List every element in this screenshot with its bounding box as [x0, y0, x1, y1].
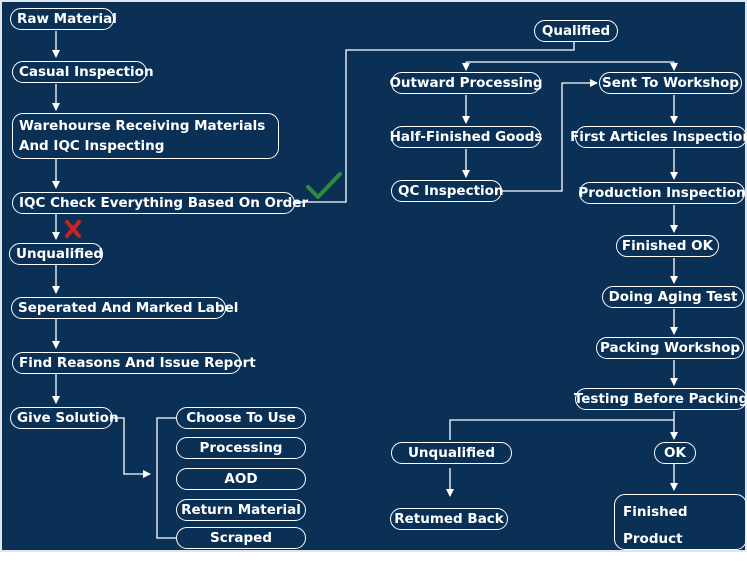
node-iqc-check-label: IQC Check Everything Based On Order	[19, 195, 309, 211]
arrow-qc-to-workshop	[502, 79, 598, 192]
arrow-solution-to-options	[113, 417, 151, 478]
node-half-finished: Half-Finished Goods	[389, 126, 543, 148]
node-raw-material: Raw Material	[10, 8, 117, 30]
line-iqc-to-qualified	[295, 41, 575, 203]
node-finished-product-warehouse: Finished Product Warehouse	[614, 494, 747, 574]
node-finished-ok-label: Finished OK	[621, 238, 714, 254]
node-return-material: Return Material	[176, 499, 306, 521]
node-ok-label: OK	[664, 445, 686, 461]
node-qualified: Qualified	[534, 20, 618, 42]
node-unqualified-right-label: Unqualified	[407, 445, 496, 461]
node-ok: OK	[654, 442, 696, 464]
node-first-articles-label: First Articles Inspection	[570, 129, 747, 145]
node-return-material-label: Return Material	[181, 502, 301, 518]
node-testing-before-packing: Testing Before Packing	[573, 388, 747, 410]
flowchart-canvas: Raw Material Casual Inspection Warehours…	[0, 0, 747, 552]
node-finished-ok: Finished OK	[616, 235, 719, 257]
node-casual-inspection-label: Casual Inspection	[19, 64, 154, 80]
node-outward-processing-label: Outward Processing	[389, 75, 543, 91]
options-bracket	[156, 417, 176, 539]
node-warehouse-receiving: Warehourse Receiving Materials And IQC I…	[12, 113, 279, 159]
node-find-reasons-label: Find Reasons And Issue Report	[19, 355, 256, 371]
node-choose-to-use-label: Choose To Use	[186, 410, 296, 426]
node-processing-label: Processing	[199, 440, 283, 456]
node-give-solution: Give Solution	[10, 407, 119, 429]
node-raw-material-label: Raw Material	[17, 11, 117, 27]
cross-icon	[65, 220, 81, 238]
node-separated-marked-label: Seperated And Marked Label	[18, 300, 239, 316]
node-aging-test: Doing Aging Test	[602, 286, 744, 308]
node-unqualified-left-label: Unqualified	[16, 246, 104, 262]
node-qualified-label: Qualified	[541, 23, 611, 39]
node-returned-back: Retumed Back	[390, 508, 508, 530]
node-outward-processing: Outward Processing	[389, 72, 543, 94]
node-qc-inspection: QC Inspection	[391, 180, 504, 202]
node-packing-workshop-label: Packing Workshop	[599, 340, 741, 356]
node-separated-marked: Seperated And Marked Label	[11, 297, 238, 319]
node-production-inspection-label: Production Inspection	[578, 185, 746, 201]
connector-lines	[52, 31, 678, 539]
node-finished-product-warehouse-label: Finished Product Warehouse	[623, 504, 709, 574]
node-scraped: Scraped	[176, 527, 306, 549]
node-warehouse-receiving-label: Warehourse Receiving Materials And IQC I…	[19, 118, 266, 154]
node-aod-label: AOD	[224, 471, 258, 487]
line-testing-branch	[449, 419, 674, 440]
node-aging-test-label: Doing Aging Test	[608, 289, 738, 305]
node-casual-inspection: Casual Inspection	[12, 61, 154, 83]
node-unqualified-left: Unqualified	[9, 243, 103, 265]
node-returned-back-label: Retumed Back	[394, 511, 504, 527]
node-sent-to-workshop: Sent To Workshop	[599, 72, 742, 94]
node-processing: Processing	[176, 437, 306, 459]
node-iqc-check: IQC Check Everything Based On Order	[12, 192, 308, 214]
node-choose-to-use: Choose To Use	[176, 407, 306, 429]
node-production-inspection: Production Inspection	[578, 182, 746, 204]
node-packing-workshop: Packing Workshop	[596, 337, 744, 359]
node-unqualified-right: Unqualified	[391, 442, 512, 464]
node-sent-to-workshop-label: Sent To Workshop	[602, 75, 739, 91]
node-scraped-label: Scraped	[210, 530, 272, 546]
node-find-reasons: Find Reasons And Issue Report	[12, 352, 256, 374]
node-qc-inspection-label: QC Inspection	[398, 183, 504, 199]
check-icon	[306, 172, 342, 199]
node-testing-before-packing-label: Testing Before Packing	[573, 391, 747, 407]
node-half-finished-label: Half-Finished Goods	[389, 129, 543, 145]
node-give-solution-label: Give Solution	[17, 410, 119, 426]
node-first-articles: First Articles Inspection	[570, 126, 747, 148]
node-aod: AOD	[176, 468, 306, 490]
